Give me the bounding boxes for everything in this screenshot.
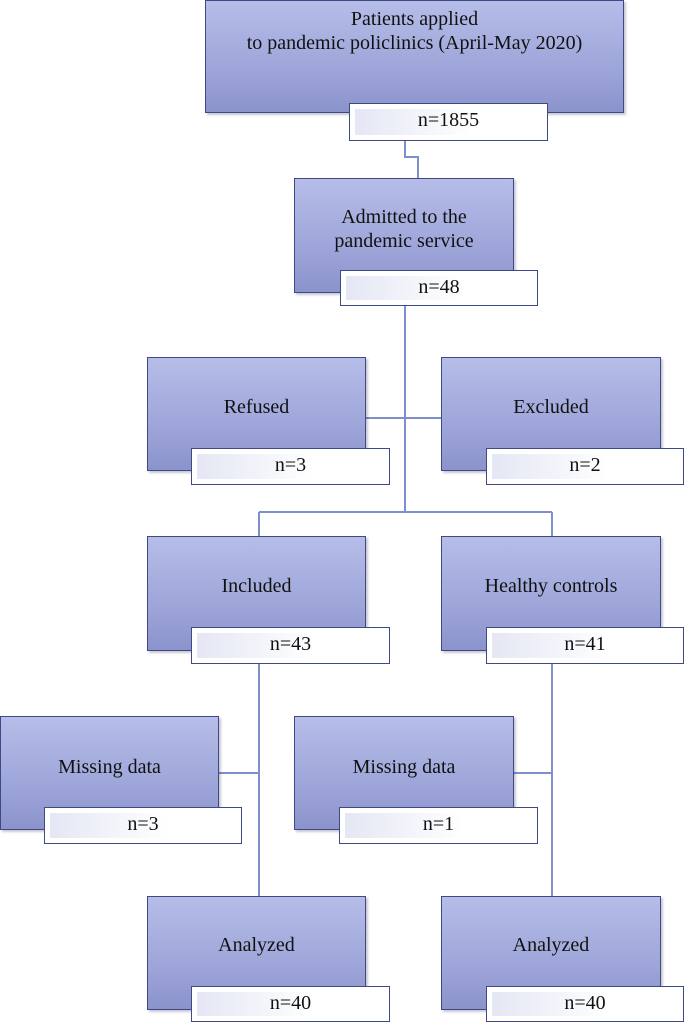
missing-data-controls-count: n=1: [339, 807, 538, 844]
analyzed-controls-count: n=40: [486, 986, 684, 1022]
included-count: n=43: [191, 627, 390, 664]
applied-title: Patients applied to pandemic policlinics…: [246, 8, 583, 54]
excluded-count: n=2: [486, 448, 684, 485]
refused-title: Refused: [223, 396, 290, 418]
missing-data-included-title: Missing data: [58, 756, 161, 778]
excluded-title: Excluded: [513, 396, 589, 418]
analyzed-included-count: n=40: [191, 986, 390, 1022]
healthy-controls-count: n=41: [486, 627, 684, 664]
admitted-title: Admitted to the pandemic service: [334, 206, 474, 252]
admitted-count: n=48: [340, 270, 538, 306]
missing-data-included-count: n=3: [44, 807, 242, 844]
healthy-controls-box: Healthy controls: [441, 536, 661, 651]
included-title: Included: [221, 575, 292, 597]
analyzed-included-title: Analyzed: [218, 934, 295, 956]
connector-applied-to-admitted: [404, 141, 419, 178]
healthy-controls-title: Healthy controls: [484, 575, 618, 597]
missing-data-controls-title: Missing data: [352, 756, 456, 778]
applied-count: n=1855: [349, 103, 548, 141]
applied-box: Patients applied to pandemic policlinics…: [205, 0, 624, 113]
refused-count: n=3: [191, 448, 390, 485]
analyzed-controls-title: Analyzed: [512, 934, 590, 956]
